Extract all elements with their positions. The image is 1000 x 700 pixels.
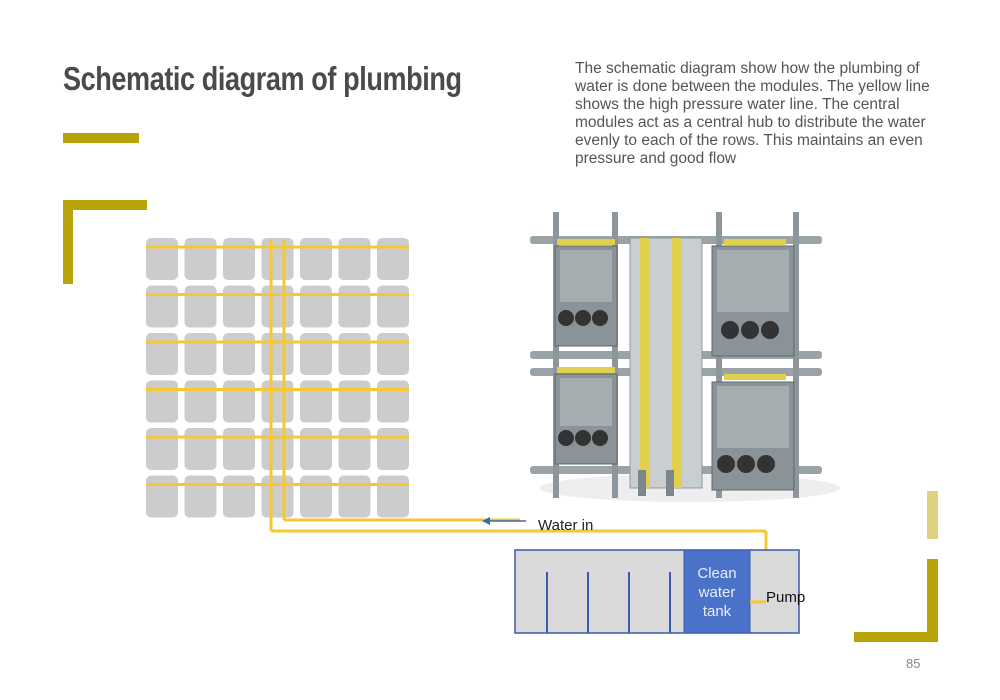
module-cell (184, 428, 217, 470)
corner-bracket-left (63, 200, 73, 284)
module-cell (146, 285, 178, 328)
clean-water-tank-label: Clean water tank (697, 565, 737, 620)
accent-bar-right-light (927, 491, 938, 539)
module-cell (223, 285, 255, 328)
corner-bracket-bottom (854, 632, 938, 642)
module-cell (338, 380, 371, 423)
page-description: The schematic diagram show how the plumb… (575, 60, 930, 167)
module-cell (377, 285, 409, 328)
module-cell (377, 475, 409, 518)
module-cell (261, 238, 294, 280)
module-cell (184, 238, 217, 280)
module-cell (146, 475, 178, 518)
clean-water-tank (683, 549, 751, 634)
module-cell (223, 475, 255, 518)
module-cell (223, 333, 255, 375)
module-cell (338, 285, 371, 328)
module-cell (338, 238, 371, 280)
module-cell (223, 380, 255, 423)
water-in-label: Water in (538, 517, 594, 534)
corner-bracket-top (63, 200, 147, 210)
module-cell (300, 238, 332, 280)
module-cell (300, 475, 332, 518)
module-cell (377, 428, 409, 470)
module-rendering (530, 212, 840, 502)
pump-label: Pump (766, 589, 806, 606)
arrow-head-icon (482, 517, 490, 525)
module-cell (300, 380, 332, 423)
module-cell (261, 428, 294, 470)
module-cell (338, 333, 371, 375)
module-cell (261, 380, 294, 423)
module-cell (223, 238, 255, 280)
module-cell (377, 333, 409, 375)
module-grid (146, 238, 409, 518)
accent-bar-title (63, 133, 139, 143)
module-cell (146, 428, 178, 470)
module-cell (300, 428, 332, 470)
module-cell (338, 428, 371, 470)
module-cell (184, 333, 217, 375)
module-cell (338, 475, 371, 518)
module-cell (377, 380, 409, 423)
module-cell (300, 285, 332, 328)
module-cell (184, 380, 217, 423)
module-cell (223, 428, 255, 470)
module-cell (261, 333, 294, 375)
module-cell (184, 285, 217, 328)
module-cell (146, 380, 178, 423)
pipe-network (146, 240, 768, 602)
page-title: Schematic diagram of plumbing (63, 60, 462, 97)
module-cell (146, 238, 178, 280)
page-number: 85 (906, 656, 921, 671)
module-cell (377, 238, 409, 280)
module-cell (261, 475, 294, 518)
tank-container (514, 549, 800, 634)
module-cell (146, 333, 178, 375)
module-cell (261, 285, 294, 328)
module-cell (184, 475, 217, 518)
corner-bracket-right (927, 559, 938, 642)
module-cell (300, 333, 332, 375)
